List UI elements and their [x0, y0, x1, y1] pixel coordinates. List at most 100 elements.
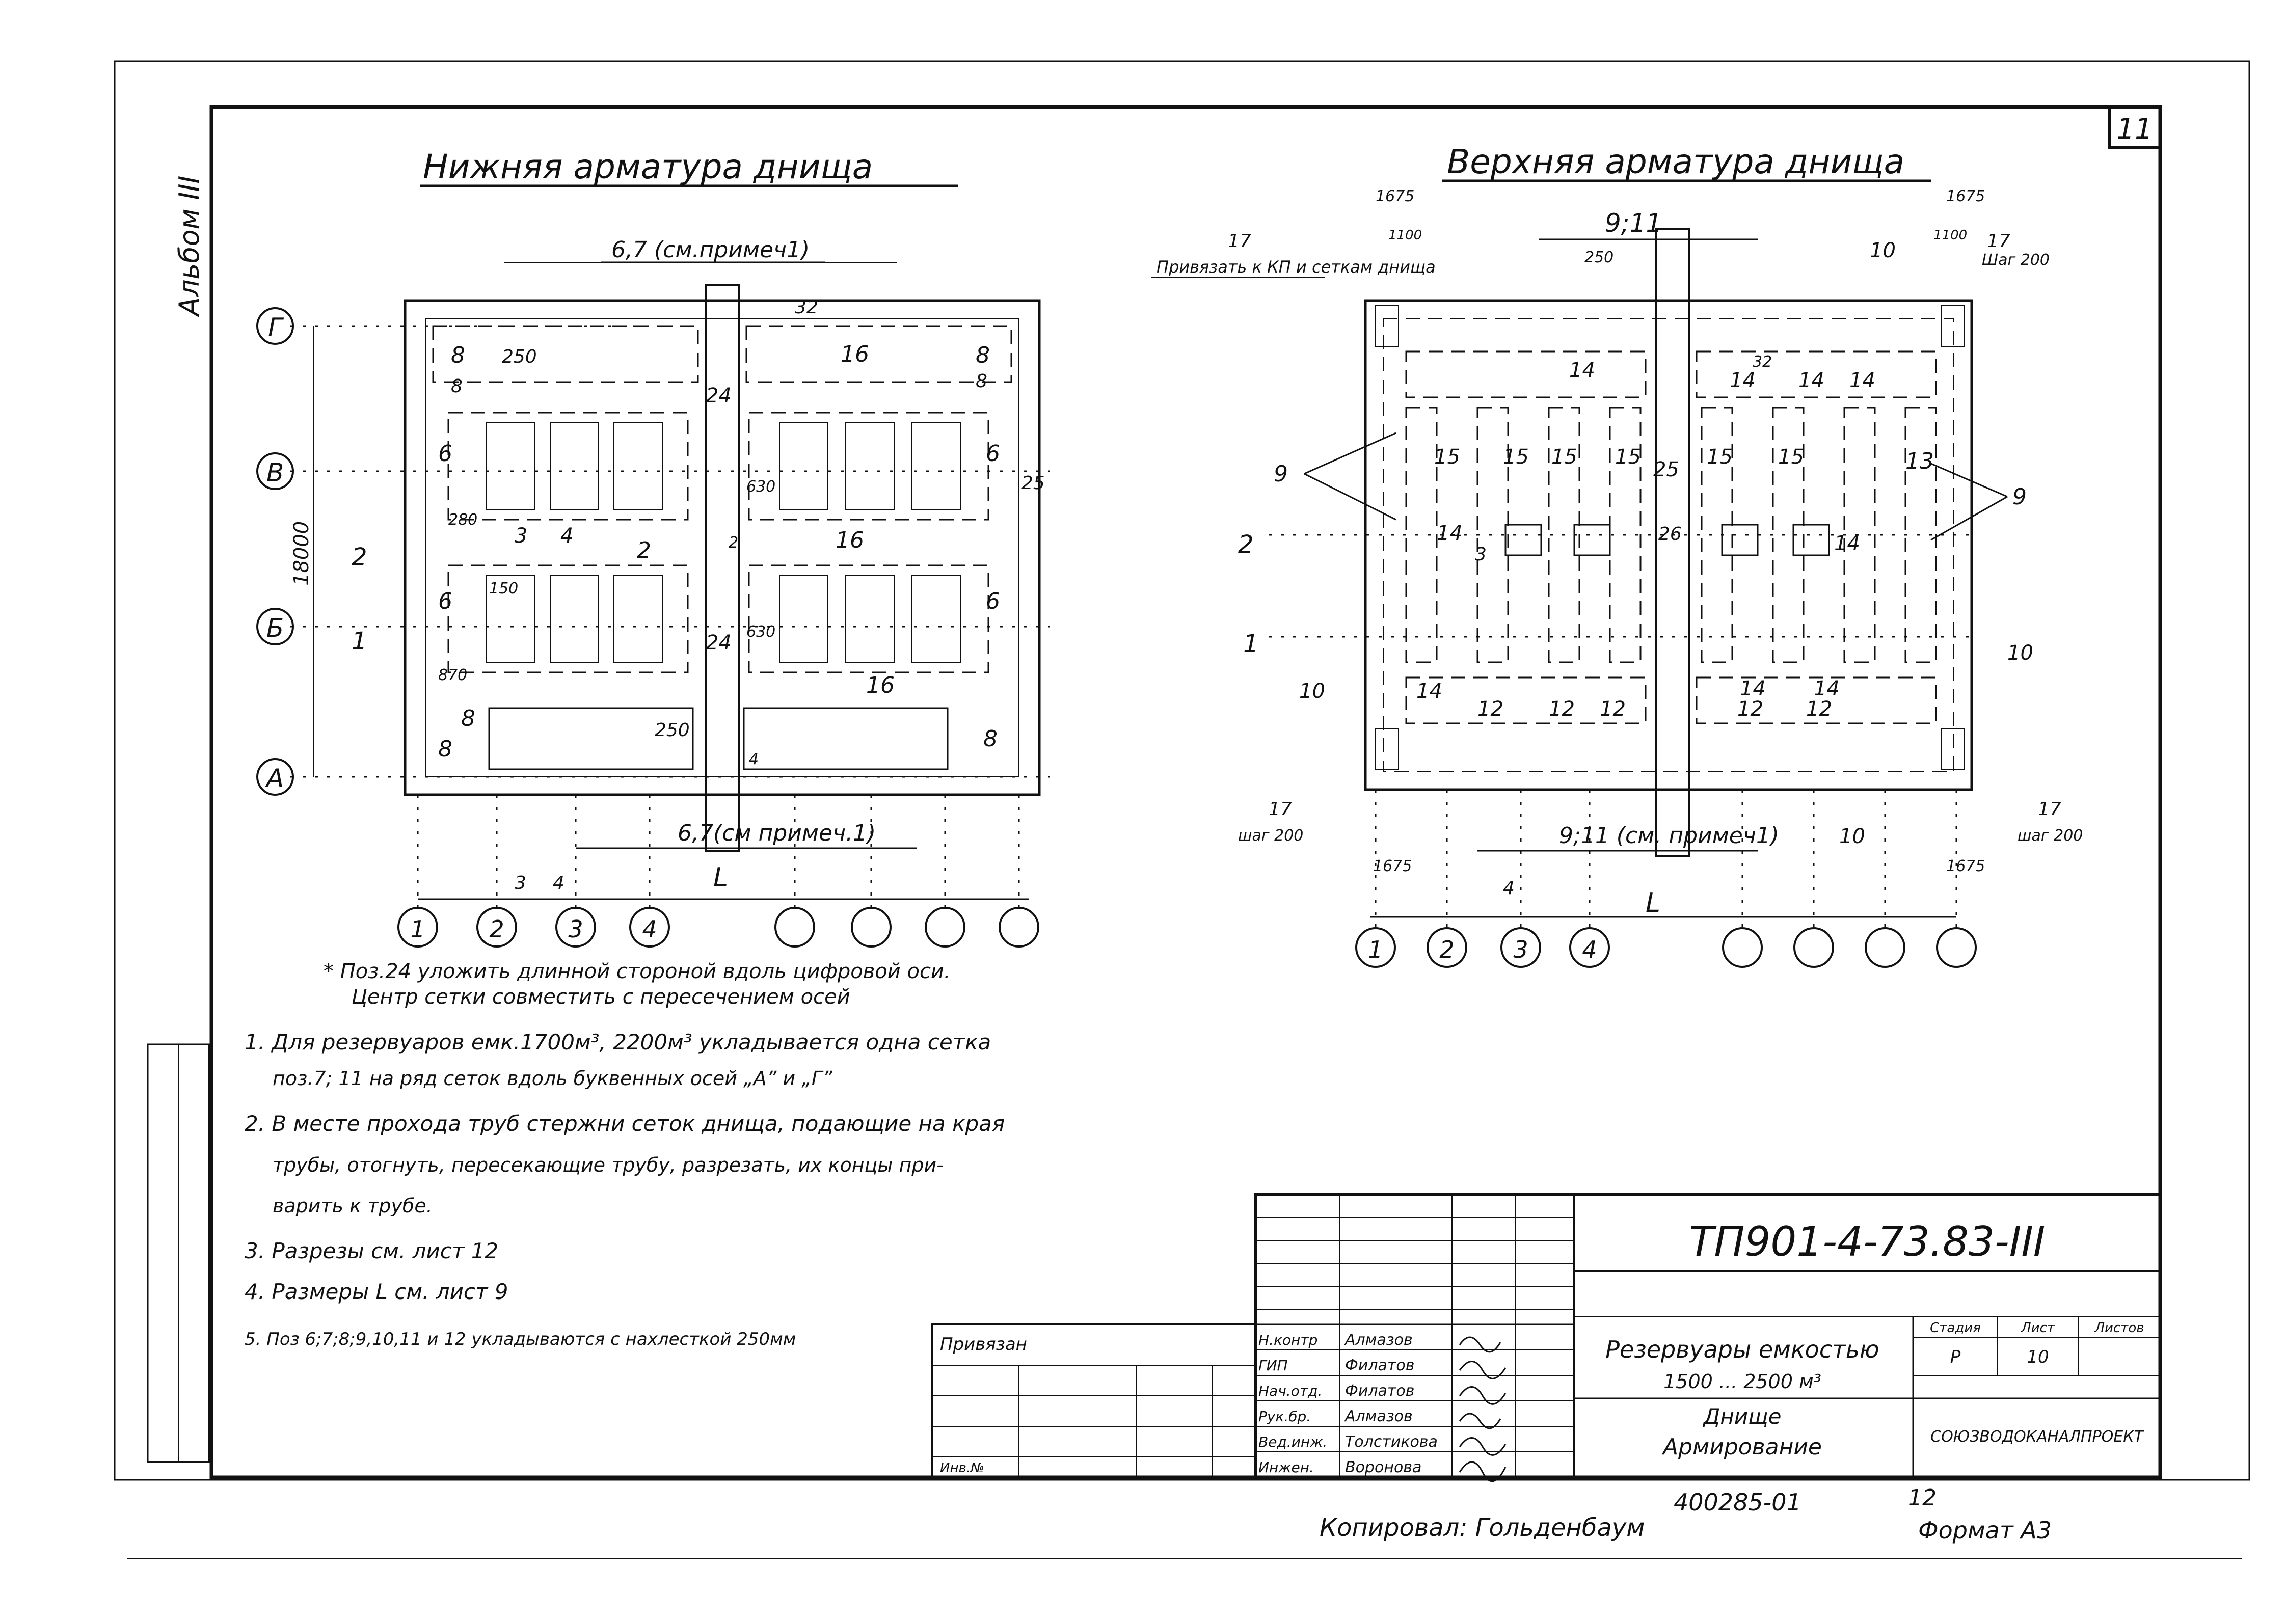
object-title-2: 1500 ... 2500 м³	[1663, 1370, 1821, 1393]
note-line: 4. Размеры L см. лист 9	[245, 1279, 508, 1304]
axis-number: 2	[489, 915, 504, 943]
right-corner-hatch	[1375, 728, 1399, 770]
col-sheets: Листов	[2094, 1320, 2144, 1336]
pos-mark: 25	[1653, 458, 1679, 481]
pos-mark: 15	[1434, 445, 1460, 469]
section-mark: 2	[352, 543, 367, 572]
signer-name: Филатов	[1345, 1382, 1414, 1400]
left-sub-mesh	[613, 575, 663, 663]
left-sub-mesh	[486, 575, 535, 663]
left-sub-mesh	[845, 575, 895, 663]
note-line: варить к трубе.	[273, 1195, 433, 1217]
dim-mark: 630	[746, 478, 775, 496]
pos-mark: 8	[451, 342, 465, 368]
right-dim-L: L	[1646, 888, 1660, 918]
right-strip-top-b	[1696, 350, 1937, 398]
role: Н.контр	[1258, 1332, 1317, 1348]
pos-mark: 15	[1707, 445, 1733, 469]
pos-mark: 250	[502, 346, 537, 367]
right-strip-bot-b	[1696, 676, 1937, 724]
section-mark: 2	[1238, 530, 1254, 559]
title-block: Привязан Инв.№ Н.контр ГИП Нач.отд. Рук.…	[931, 1193, 2162, 1482]
left-mesh-top-a	[432, 325, 699, 383]
section-mark: 2	[637, 537, 651, 563]
left-axis-bubble-b	[256, 608, 294, 645]
dim-mark: 1675	[1373, 857, 1412, 875]
left-mesh-b-a	[447, 564, 689, 673]
section-mark: 1	[1243, 630, 1259, 658]
role: ГИП	[1258, 1357, 1288, 1374]
pos-mark: 14	[1814, 677, 1840, 700]
leader	[1304, 473, 1396, 521]
left-slab-inner	[425, 318, 1019, 777]
signature	[1459, 1386, 1507, 1405]
note-line: трубы, отогнуть, пересекающие трубу, раз…	[273, 1154, 944, 1176]
left-dim-overall: 18000	[290, 521, 313, 586]
pos-mark: 24	[706, 631, 732, 655]
section-mark: 4	[560, 524, 573, 548]
right-axis-num-bubble	[1427, 927, 1467, 968]
note-line: 5. Поз 6;7;8;9,10,11 и 12 укладываются с…	[245, 1329, 796, 1349]
pos-mark: 8	[976, 371, 987, 392]
left-drawing: Г В Б А 18000 6,7 (см.примеч1) 6,7(см пр…	[256, 237, 1050, 948]
signature	[1459, 1361, 1507, 1379]
pos-mark: 9	[2012, 484, 2027, 510]
sheet-title-1: Днище	[1703, 1404, 1782, 1429]
left-axis-bubble-a	[256, 758, 294, 796]
left-dim-L: L	[713, 862, 728, 893]
left-axis-num-bubble	[925, 907, 965, 948]
role: Рук.бр.	[1258, 1408, 1311, 1425]
pos-mark: 14	[1569, 359, 1595, 382]
right-band	[1904, 407, 1937, 663]
left-title: Нижняя арматура днища	[423, 147, 873, 186]
pos-mark: 6	[438, 441, 452, 467]
left-mesh-top-b	[745, 325, 1012, 383]
signature	[1459, 1461, 1507, 1482]
left-sub-mesh	[911, 422, 961, 510]
org-name: СОЮЗВОДОКАНАЛПРОЕКТ	[1930, 1428, 2144, 1446]
right-slab-inner	[1383, 318, 1954, 772]
section-mark: 3	[515, 873, 526, 894]
signer-name: Воронова	[1345, 1458, 1421, 1476]
left-sub-mesh	[845, 422, 895, 510]
pos-mark: 16	[841, 341, 869, 367]
pos-mark: 17	[1987, 231, 2010, 252]
pos-mark: 10	[1839, 825, 1865, 848]
doc-code: ТП901-4-73.83-III	[1689, 1218, 2045, 1265]
pos-mark: 10	[2007, 641, 2033, 665]
right-axis-num-bubble	[1355, 927, 1396, 968]
left-slab-outline	[404, 299, 1041, 796]
album-label: Альбом III	[173, 176, 205, 317]
pos-mark: 9	[1274, 461, 1288, 487]
pos-mark: 32	[795, 297, 818, 318]
right-axis-num-bubble	[1793, 927, 1834, 968]
pos-mark: 25	[1021, 473, 1045, 494]
pos-mark: 14	[1849, 369, 1875, 392]
section-mark: 3	[515, 524, 527, 548]
left-axis-num-bubble	[999, 907, 1039, 948]
pos-mark: 26	[1658, 524, 1682, 545]
dim-mark: 870	[438, 666, 467, 684]
role: Вед.инж.	[1258, 1433, 1327, 1450]
right-band	[1701, 407, 1733, 663]
right-pipe-strip	[1655, 228, 1690, 857]
signer-name: Филатов	[1345, 1357, 1414, 1374]
left-sub-mesh	[613, 422, 663, 510]
axis-letter: А	[265, 764, 284, 793]
pos-mark: 8	[451, 376, 463, 397]
right-strip-top-a	[1405, 350, 1647, 398]
pos-mark: 12	[1549, 697, 1575, 721]
role: Инжен.	[1258, 1459, 1314, 1476]
dim-mark: 280	[448, 511, 477, 529]
right-title: Верхняя арматура днища	[1447, 142, 1904, 181]
pos-mark: 10	[1870, 239, 1896, 262]
pos-mark: 12	[1737, 697, 1763, 721]
dim-mark: 1100	[1388, 228, 1422, 243]
right-callout-top: 9;11	[1605, 208, 1662, 238]
pos-mark: 12	[1600, 697, 1626, 721]
left-axis-bubble-v	[256, 452, 294, 490]
right-callout-bottom: 9;11 (см. примеч1)	[1559, 823, 1779, 849]
right-corner-hatch	[1941, 305, 1965, 347]
pos-mark: 15	[1551, 445, 1577, 469]
signer-name: Толстикова	[1345, 1433, 1438, 1451]
